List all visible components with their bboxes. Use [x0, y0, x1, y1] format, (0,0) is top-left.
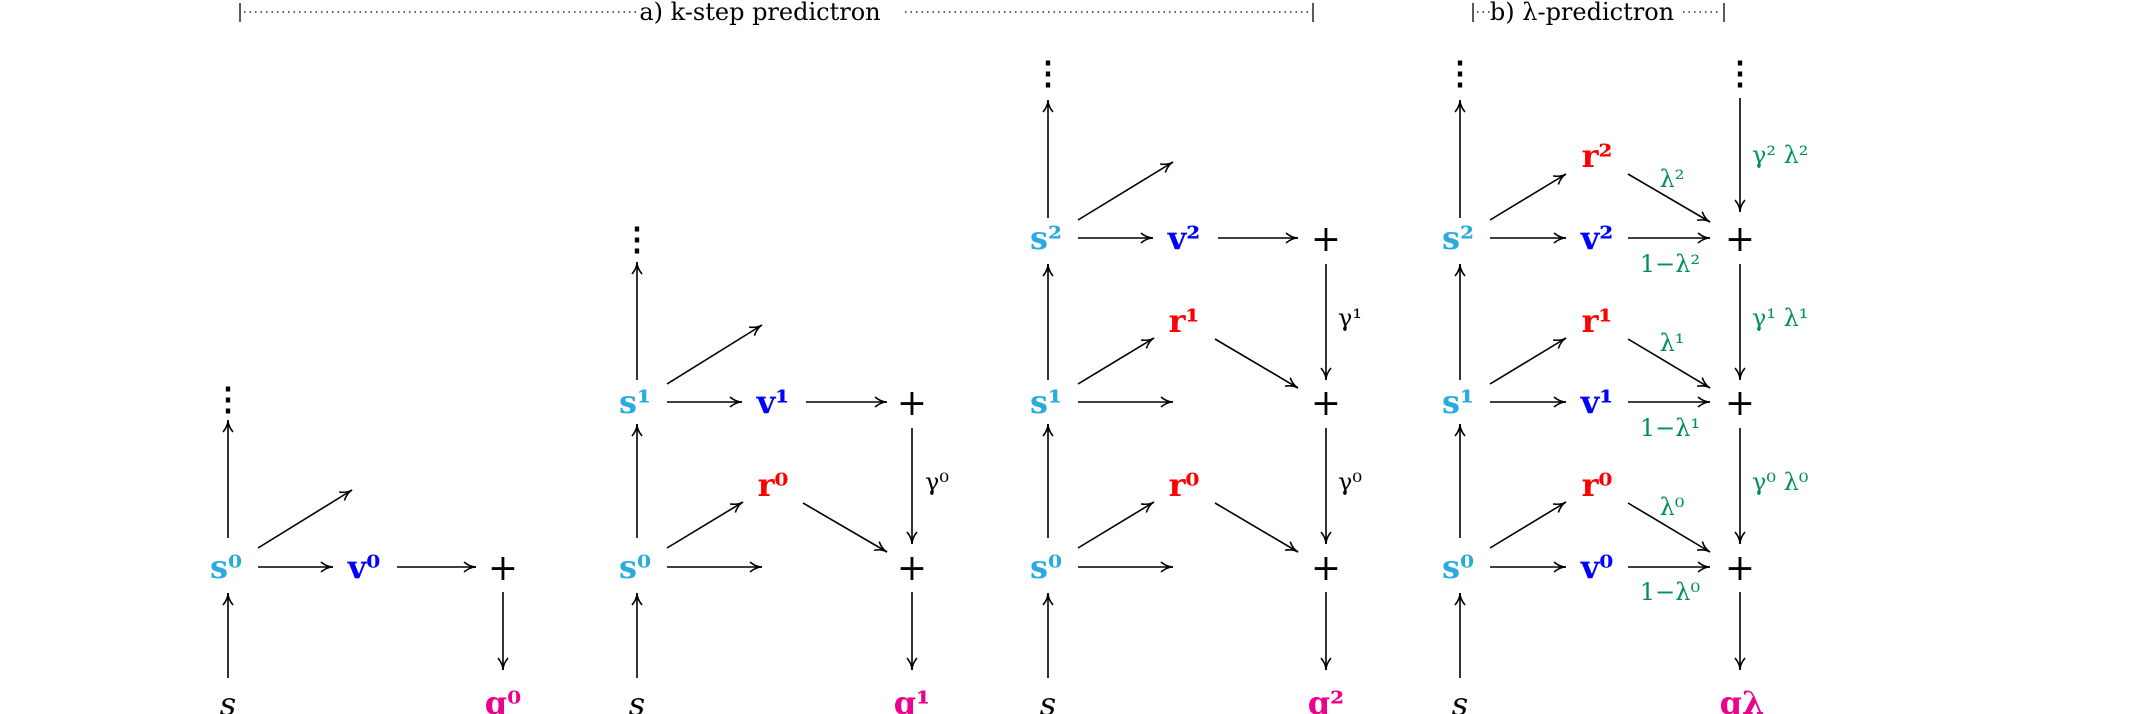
value-v1: v¹	[756, 383, 790, 421]
ellipsis: ⋮	[1724, 54, 1756, 92]
section-a-title: a) k-step predictron	[639, 0, 880, 26]
input-s: s	[1452, 685, 1468, 714]
lambda1-label: λ¹	[1660, 329, 1685, 357]
return-g0: g⁰	[485, 684, 521, 714]
state-s0: s⁰	[210, 548, 242, 586]
plus-node: +	[1311, 383, 1341, 424]
plus-node: +	[1725, 548, 1755, 589]
one-minus-lambda0-label: 1−λ⁰	[1640, 578, 1700, 606]
ellipsis: ⋮	[1032, 54, 1064, 92]
gamma1-label: γ¹	[1338, 304, 1362, 332]
input-s: s	[220, 685, 236, 714]
ellipsis: ⋮	[621, 220, 653, 258]
one-minus-lambda2-label: 1−λ²	[1640, 250, 1700, 278]
gamma1-lambda1-label: γ¹ λ¹	[1752, 304, 1808, 332]
column-lambda: s s⁰ s¹ s² r⁰ r¹ r² v⁰ v¹ v² + + + λ² λ¹…	[1442, 54, 1808, 714]
state-s0: s⁰	[1442, 548, 1474, 586]
column-2-step: s s⁰ s¹ s² r⁰ r¹ v² + + + γ¹ γ⁰ g² ⋮	[1030, 54, 1362, 714]
return-glambda: gλ	[1720, 684, 1765, 714]
lambda0-label: λ⁰	[1660, 493, 1685, 521]
state-s2: s²	[1442, 219, 1474, 257]
header-b: b) λ-predictron	[1472, 0, 1725, 26]
plus-node: +	[897, 383, 927, 424]
reward-r0: r⁰	[1582, 466, 1613, 504]
lambda2-label: λ²	[1660, 165, 1685, 193]
state-s2: s²	[1030, 219, 1062, 257]
state-s0: s⁰	[1030, 548, 1062, 586]
ellipsis: ⋮	[212, 380, 244, 418]
gamma0-lambda0-label: γ⁰ λ⁰	[1752, 468, 1808, 496]
state-s1: s¹	[1442, 383, 1474, 421]
section-b-title: b) λ-predictron	[1490, 0, 1674, 26]
header-a: a) k-step predictron	[239, 0, 1314, 26]
plus-node: +	[488, 548, 518, 589]
input-s: s	[1040, 685, 1056, 714]
plus-node: +	[1725, 219, 1755, 260]
value-v0: v⁰	[347, 548, 381, 586]
plus-node: +	[1311, 219, 1341, 260]
column-0-step: s s⁰ v⁰ + g⁰ ⋮	[210, 380, 521, 714]
state-s1: s¹	[1030, 383, 1062, 421]
reward-r1: r¹	[1169, 302, 1200, 340]
input-s: s	[629, 685, 645, 714]
value-v0: v⁰	[1580, 548, 1614, 586]
plus-node: +	[1725, 383, 1755, 424]
state-s1: s¹	[619, 383, 651, 421]
gamma0-label: γ⁰	[1338, 468, 1362, 496]
one-minus-lambda1-label: 1−λ¹	[1640, 414, 1700, 442]
reward-r0: r⁰	[758, 466, 789, 504]
gamma0-label: γ⁰	[925, 468, 949, 496]
gamma2-lambda2-label: γ² λ²	[1752, 141, 1808, 169]
reward-r1: r¹	[1582, 302, 1613, 340]
reward-r0: r⁰	[1169, 466, 1200, 504]
plus-node: +	[1311, 548, 1341, 589]
value-v2: v²	[1580, 219, 1614, 257]
state-s0: s⁰	[619, 548, 651, 586]
value-v1: v¹	[1580, 383, 1614, 421]
arrows	[222, 98, 1746, 678]
reward-r2: r²	[1582, 137, 1613, 175]
plus-node: +	[897, 548, 927, 589]
return-g1: g¹	[894, 684, 930, 714]
ellipsis: ⋮	[1444, 54, 1476, 92]
column-1-step: s s⁰ s¹ r⁰ v¹ + + γ⁰ g¹ ⋮	[619, 220, 949, 714]
return-g2: g²	[1308, 684, 1344, 714]
value-v2: v²	[1167, 219, 1201, 257]
